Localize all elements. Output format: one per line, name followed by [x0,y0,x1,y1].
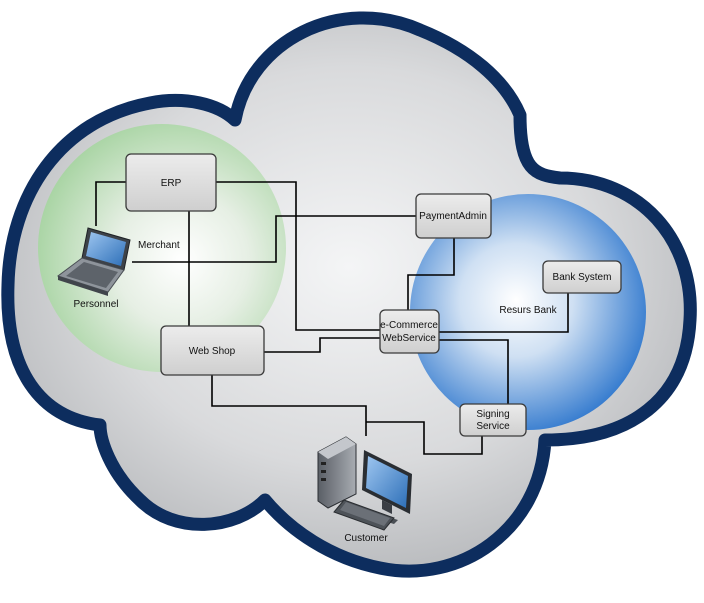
connector-erp-ecommerce [216,181,380,331]
bank-zone [410,194,646,430]
laptop-icon [56,227,131,296]
connectors [95,181,569,455]
connector-webshop-ecommerce [264,337,380,353]
payment-admin-node: PaymentAdmin [415,193,492,239]
merchant-label: Merchant [138,240,180,251]
connector-customer-signing [366,421,483,455]
ecommerce-label-line1: e-Commerce [380,320,438,331]
erp-label: ERP [161,178,182,189]
bank-system-label: Bank System [553,272,612,283]
ecommerce-label-line2: WebService [382,333,436,344]
connector-paymentadmin-ecommerce [407,238,455,310]
web-shop-node: Web Shop [160,325,265,376]
connector-webshop-customer [211,375,367,436]
merchant-zone [38,124,286,372]
personnel-label: Personnel [73,299,118,310]
bank-system-node: Bank System [542,260,622,294]
customer-label: Customer [344,533,388,544]
signing-label-line2: Service [476,421,510,432]
resurs-bank-label: Resurs Bank [499,305,557,316]
signing-label-line1: Signing [476,409,509,420]
ecommerce-webservice-node: e-Commerce WebService [379,309,440,354]
desktop-computer-icon [317,436,412,531]
connector-erp-laptop [95,181,126,226]
signing-service-node: Signing Service [459,403,527,437]
erp-node: ERP [125,153,217,212]
connector-laptop-paymentadmin [132,215,416,263]
connector-banksystem-ecommerce [439,293,569,333]
web-shop-label: Web Shop [189,346,236,357]
payment-admin-label: PaymentAdmin [419,211,487,222]
connector-ecommerce-signing [439,339,509,404]
